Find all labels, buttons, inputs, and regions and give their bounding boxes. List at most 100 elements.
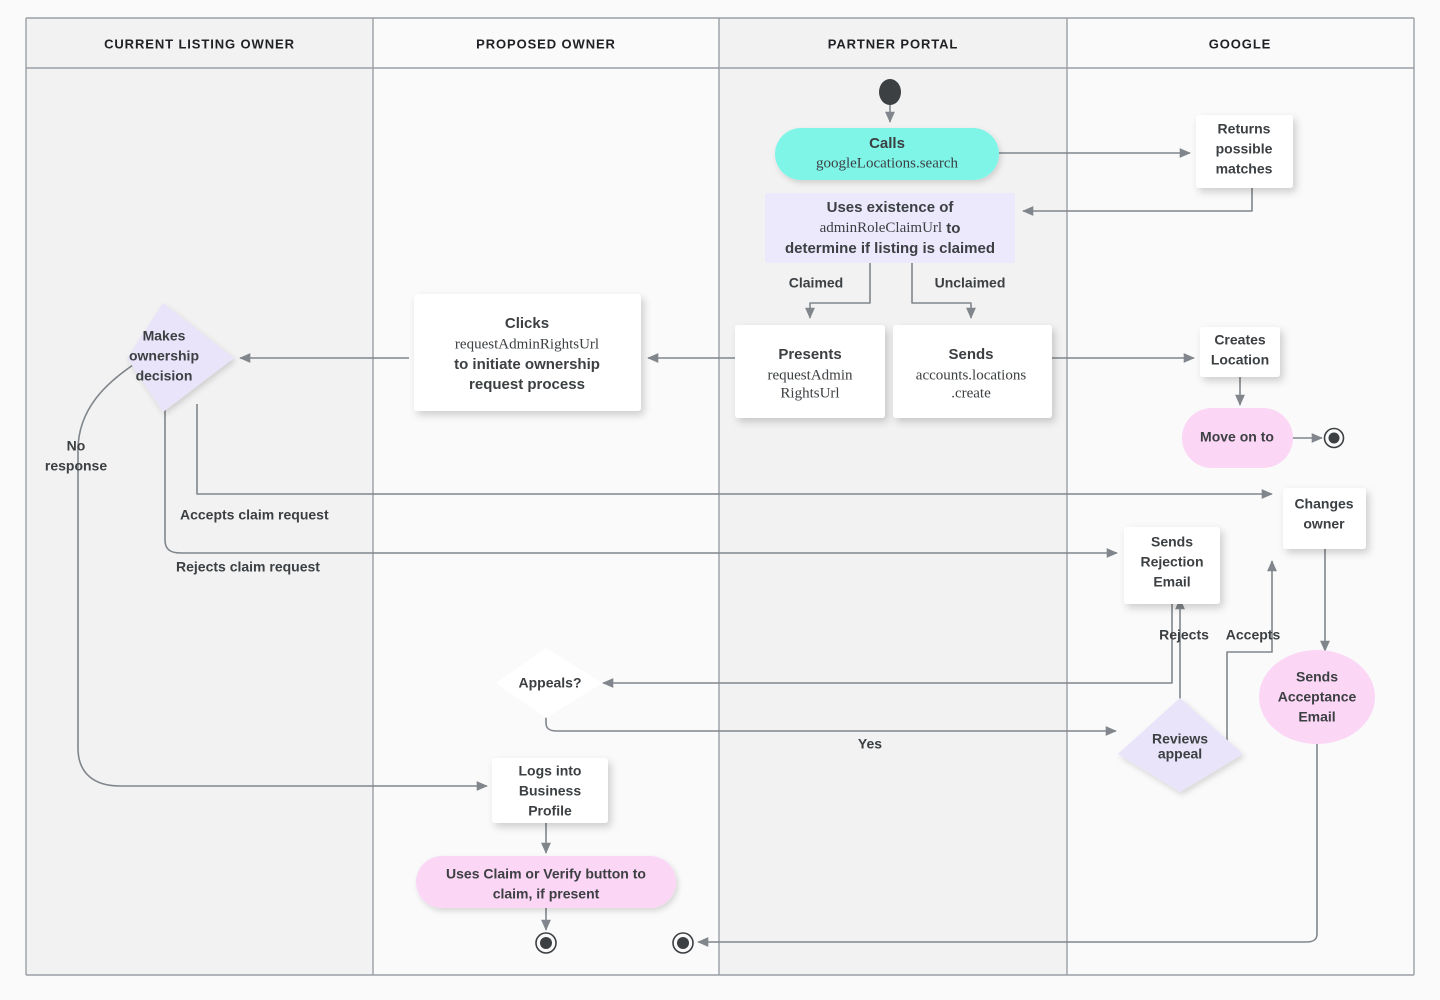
- makes-decision-line2: ownership: [129, 348, 199, 364]
- node-start-partner: [879, 79, 901, 105]
- reviews-appeal-shape[interactable]: [1118, 698, 1243, 792]
- node-changes-owner[interactable]: [1283, 488, 1366, 549]
- sends-rejection-line2: Rejection: [1140, 554, 1203, 570]
- makes-decision-line3: decision: [136, 368, 193, 384]
- sends-acceptance-shape[interactable]: [1259, 650, 1375, 744]
- edge-appeals-yes-to-reviews-appeal: [545, 714, 1117, 736]
- uses-claim-verify-shape[interactable]: [416, 856, 676, 908]
- node-logs-in[interactable]: [492, 758, 608, 823]
- edge-label-claimed: Claimed: [789, 275, 843, 291]
- edge-label-rejects-claim-request: Rejects claim request: [176, 559, 320, 575]
- lane-title-current-listing-owner: CURRENT LISTING OWNER: [104, 36, 295, 51]
- creates-location-line2: Location: [1211, 352, 1269, 368]
- lane-title-proposed-owner: PROPOSED OWNER: [476, 36, 616, 51]
- lane-title-partner-portal: PARTNER PORTAL: [828, 36, 959, 51]
- end-ring-icon: [1323, 427, 1345, 449]
- sends-acceptance-line3: Email: [1298, 709, 1335, 725]
- uses-existence-shape[interactable]: [765, 193, 1015, 263]
- lane-body-current-listing-owner: [26, 68, 373, 975]
- makes-decision-shape[interactable]: [127, 303, 234, 412]
- sends-create-line3: .create: [951, 385, 991, 401]
- returns-matches-line3: matches: [1216, 161, 1273, 177]
- sends-acceptance-line1: Sends: [1296, 669, 1338, 685]
- edge-sends-acceptance-to-end: [697, 735, 1318, 947]
- node-sends-rejection[interactable]: [1124, 527, 1220, 604]
- node-clicks-url[interactable]: [414, 294, 641, 411]
- lane-header-proposed-owner: [373, 18, 719, 68]
- node-end-proposed: [535, 932, 557, 954]
- returns-matches-line1: Returns: [1218, 121, 1271, 137]
- clicks-url-line2: requestAdminRightsUrl: [455, 336, 599, 352]
- uses-existence-line1: Uses existence of: [827, 199, 955, 216]
- edge-sends-rejection-to-appeals: [602, 604, 1173, 688]
- makes-decision-line1: Makes: [143, 328, 186, 344]
- uses-existence-code: adminRoleClaimUrl: [820, 220, 942, 236]
- uses-claim-verify-line1: Uses Claim or Verify button to: [446, 866, 646, 882]
- appeals-shape[interactable]: [496, 648, 602, 718]
- returns-matches-shape[interactable]: [1196, 115, 1293, 188]
- edge-label-unclaimed: Unclaimed: [935, 275, 1006, 291]
- presents-url-line1: Presents: [778, 346, 841, 363]
- logs-in-line2: Business: [519, 783, 581, 799]
- calls-search-line2: googleLocations.search: [816, 155, 959, 171]
- uses-existence-line2-suffix: to: [942, 220, 960, 237]
- appeals-label: Appeals?: [518, 675, 581, 691]
- edge-label-yes: Yes: [858, 736, 882, 752]
- presents-url-shape[interactable]: [735, 325, 885, 418]
- calls-search-shape[interactable]: [775, 128, 999, 180]
- uses-existence-line2: adminRoleClaimUrl to: [820, 220, 961, 237]
- sends-create-line2: accounts.locations: [916, 367, 1027, 383]
- changes-owner-line2: owner: [1303, 516, 1345, 532]
- node-uses-existence[interactable]: [765, 193, 1015, 263]
- swimlane-grid: CURRENT LISTING OWNER PROPOSED OWNER PAR…: [25, 17, 1415, 976]
- edge-label-no-response-line2: response: [45, 458, 107, 474]
- end-ring-icon-partner: [672, 932, 694, 954]
- logs-in-shape[interactable]: [492, 758, 608, 823]
- node-presents-url[interactable]: [735, 325, 885, 418]
- node-reviews-appeal[interactable]: [1118, 698, 1243, 792]
- sends-rejection-line3: Email: [1153, 574, 1190, 590]
- creates-location-shape[interactable]: [1200, 327, 1280, 377]
- edge-label-accepts-claim-request: Accepts claim request: [180, 507, 329, 523]
- edge-uses-existence-unclaimed: [911, 263, 976, 319]
- sends-rejection-shape[interactable]: [1124, 527, 1220, 604]
- move-on-to-shape[interactable]: [1182, 408, 1293, 468]
- edge-labels: Claimed Unclaimed No response Accepts cl…: [45, 275, 1281, 752]
- node-uses-claim-verify[interactable]: [416, 856, 676, 908]
- presents-url-line2: requestAdmin: [768, 367, 853, 383]
- calls-search-line1: Calls: [869, 135, 905, 152]
- node-returns-matches[interactable]: [1196, 115, 1293, 188]
- edges: [77, 103, 1330, 947]
- logs-in-line3: Profile: [528, 803, 572, 819]
- edge-accepts-claim-request-to-changes-owner: [196, 404, 1273, 499]
- node-sends-create[interactable]: [893, 325, 1052, 418]
- edge-returns-to-uses-existence: [1022, 188, 1253, 216]
- changes-owner-shape[interactable]: [1283, 488, 1366, 549]
- node-sends-acceptance[interactable]: [1259, 650, 1375, 744]
- move-on-to-label: Move on to: [1200, 429, 1274, 445]
- sends-create-shape[interactable]: [893, 325, 1052, 418]
- lane-header-google: [1067, 18, 1414, 68]
- node-end-partner: [672, 932, 694, 954]
- uses-existence-line3: determine if listing is claimed: [785, 240, 995, 257]
- clicks-url-line3: to initiate ownership: [454, 356, 600, 373]
- edge-reviews-appeal-accepts: [1226, 560, 1277, 745]
- node-makes-decision[interactable]: [127, 303, 234, 412]
- sends-create-line1: Sends: [948, 346, 993, 363]
- clicks-url-shape[interactable]: [414, 294, 641, 411]
- edge-uses-existence-claimed: [805, 263, 871, 319]
- presents-url-line3: RightsUrl: [780, 385, 839, 401]
- reviews-appeal-line1: Reviews: [1152, 731, 1208, 747]
- clicks-url-line1: Clicks: [505, 315, 549, 332]
- lane-title-google: GOOGLE: [1209, 36, 1271, 51]
- node-move-on-to[interactable]: [1182, 408, 1293, 468]
- node-end-google: [1323, 427, 1345, 449]
- node-calls-search[interactable]: [775, 128, 999, 180]
- node-creates-location[interactable]: [1200, 327, 1280, 377]
- node-appeals[interactable]: [496, 648, 602, 718]
- start-dot-icon: [879, 79, 901, 105]
- uses-claim-verify-line2: claim, if present: [493, 886, 600, 902]
- lane-header-current-listing-owner: [26, 18, 373, 68]
